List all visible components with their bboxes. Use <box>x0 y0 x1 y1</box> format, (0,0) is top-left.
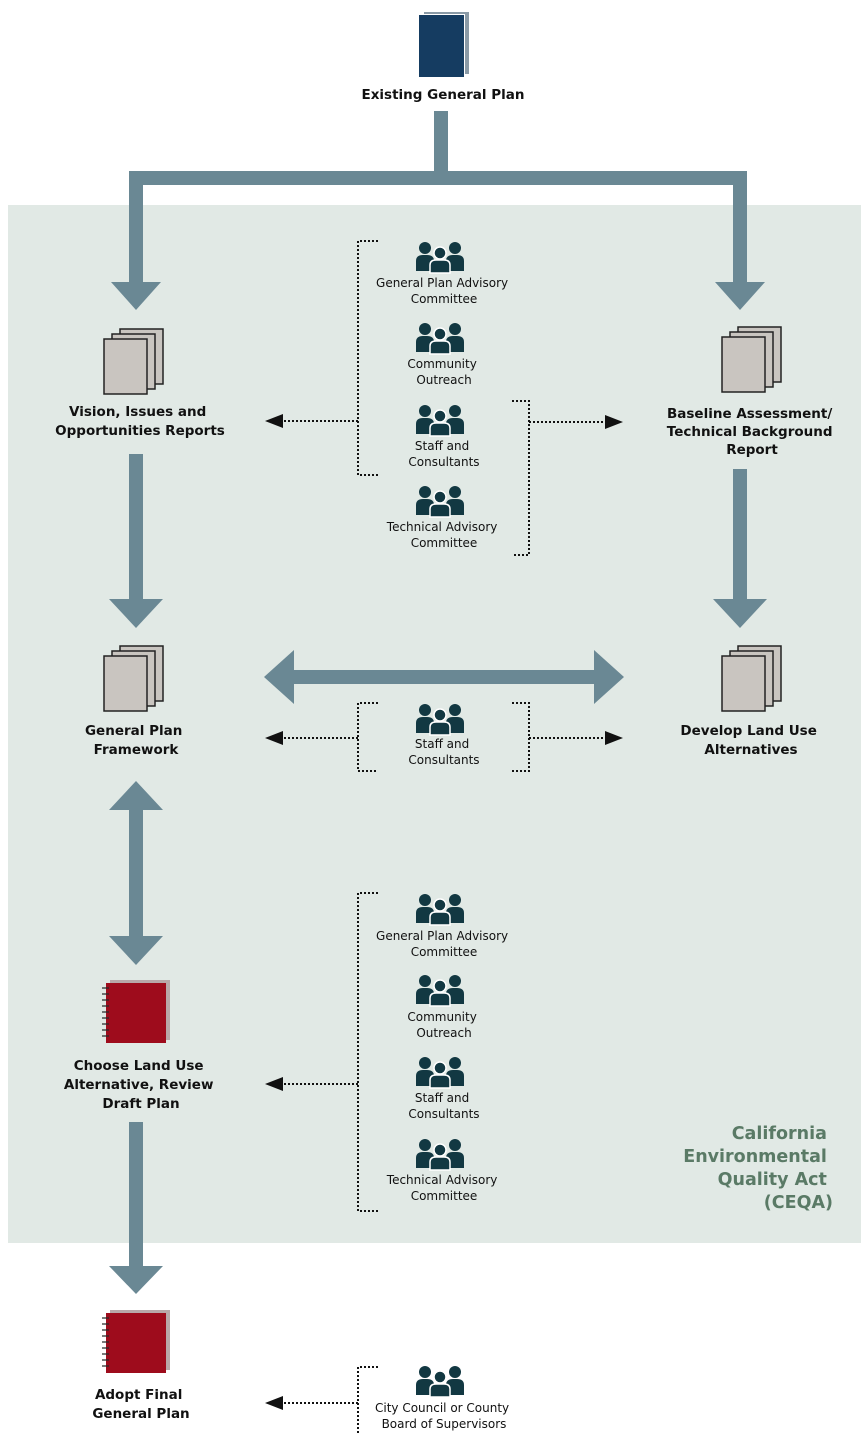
choose-to-adopt-arrow <box>129 1122 143 1267</box>
arrowhead-to-vision <box>265 414 283 428</box>
people-group-icon <box>415 974 465 1007</box>
people-group-icon <box>415 241 465 274</box>
people-group-icon <box>415 893 465 926</box>
framework-alternatives-arrow-left-head <box>264 650 294 704</box>
existing-plan-label: Existing General Plan <box>362 87 525 103</box>
staff-consultants-label: Staff and Consultants <box>408 737 479 767</box>
baseline-to-alternatives-arrow <box>733 469 747 600</box>
tac-label: Technical Advisory Committee <box>386 1173 501 1203</box>
people-group-icon <box>415 1138 465 1171</box>
document-stack-icon <box>721 326 782 393</box>
people-group-icon <box>415 1056 465 1089</box>
book-icon <box>419 12 469 77</box>
vision-label: Vision, Issues and Opportunities Reports <box>55 404 225 439</box>
connector-arrowheads <box>265 414 623 1410</box>
tac-label: Technical Advisory Committee <box>386 520 501 550</box>
framework-alternatives-arrow <box>292 670 596 684</box>
framework-alternatives-arrow-right-head <box>594 650 624 704</box>
split-arrow-left-leg <box>129 171 143 283</box>
choose-label: Choose Land Use Alternative, Review Draf… <box>64 1058 218 1112</box>
adopt-label: Adopt Final General Plan <box>92 1387 189 1422</box>
vision-to-framework-arrow <box>129 454 143 600</box>
alternatives-label: Develop Land Use Alternatives <box>680 723 821 758</box>
split-arrow-right-head <box>715 282 765 310</box>
staff-consultants-label: Staff and Consultants <box>408 439 479 469</box>
group4-left-bracket <box>357 1366 378 1435</box>
arrowhead-to-choose <box>265 1077 283 1091</box>
gpac-label: General Plan Advisory Committee <box>376 929 512 959</box>
split-arrow-bar <box>129 171 746 185</box>
split-arrow-left-head <box>111 282 161 310</box>
baseline-to-alternatives-arrow-head <box>713 599 767 628</box>
document-stack-icon <box>103 328 164 395</box>
split-arrow-stem <box>434 111 448 179</box>
arrowhead-to-framework <box>265 731 283 745</box>
document-stack-icon <box>103 645 164 712</box>
group3-left-bracket <box>357 892 378 1212</box>
people-group-icon <box>415 1365 465 1398</box>
staff-consultants-label: Staff and Consultants <box>408 1091 479 1121</box>
group1-right-bracket <box>512 400 530 556</box>
spiral-notebook-icon <box>102 980 170 1043</box>
spiral-notebook-icon <box>102 1310 170 1373</box>
people-group-icon <box>415 485 465 518</box>
arrowhead-to-alternatives <box>605 731 623 745</box>
framework-label: General Plan Framework <box>85 723 187 758</box>
document-stack-icon <box>721 645 782 712</box>
arrowhead-to-baseline <box>605 415 623 429</box>
framework-choose-arrow-up-head <box>109 781 163 810</box>
people-group-icon <box>415 322 465 355</box>
flow-arrows <box>109 111 767 1294</box>
group2-right-bracket <box>512 702 530 772</box>
baseline-label: Baseline Assessment/ Technical Backgroun… <box>667 406 837 458</box>
split-arrow-right-leg <box>733 171 747 283</box>
community-outreach-label: Community Outreach <box>407 357 480 387</box>
council-label: City Council or County Board of Supervis… <box>375 1401 513 1431</box>
group1-left-bracket <box>357 240 378 476</box>
arrowhead-to-adopt <box>265 1396 283 1410</box>
ceqa-label: California Environmental Quality Act (CE… <box>683 1124 833 1213</box>
gpac-label: General Plan Advisory Committee <box>376 276 512 306</box>
people-group-icon <box>415 404 465 437</box>
framework-choose-arrow-down-head <box>109 936 163 965</box>
choose-to-adopt-arrow-head <box>109 1266 163 1294</box>
vision-to-framework-arrow-head <box>109 599 163 628</box>
framework-choose-arrow <box>129 808 143 938</box>
people-group-icon <box>415 703 465 736</box>
dotted-connectors <box>282 240 606 1435</box>
community-outreach-label: Community Outreach <box>407 1010 480 1040</box>
